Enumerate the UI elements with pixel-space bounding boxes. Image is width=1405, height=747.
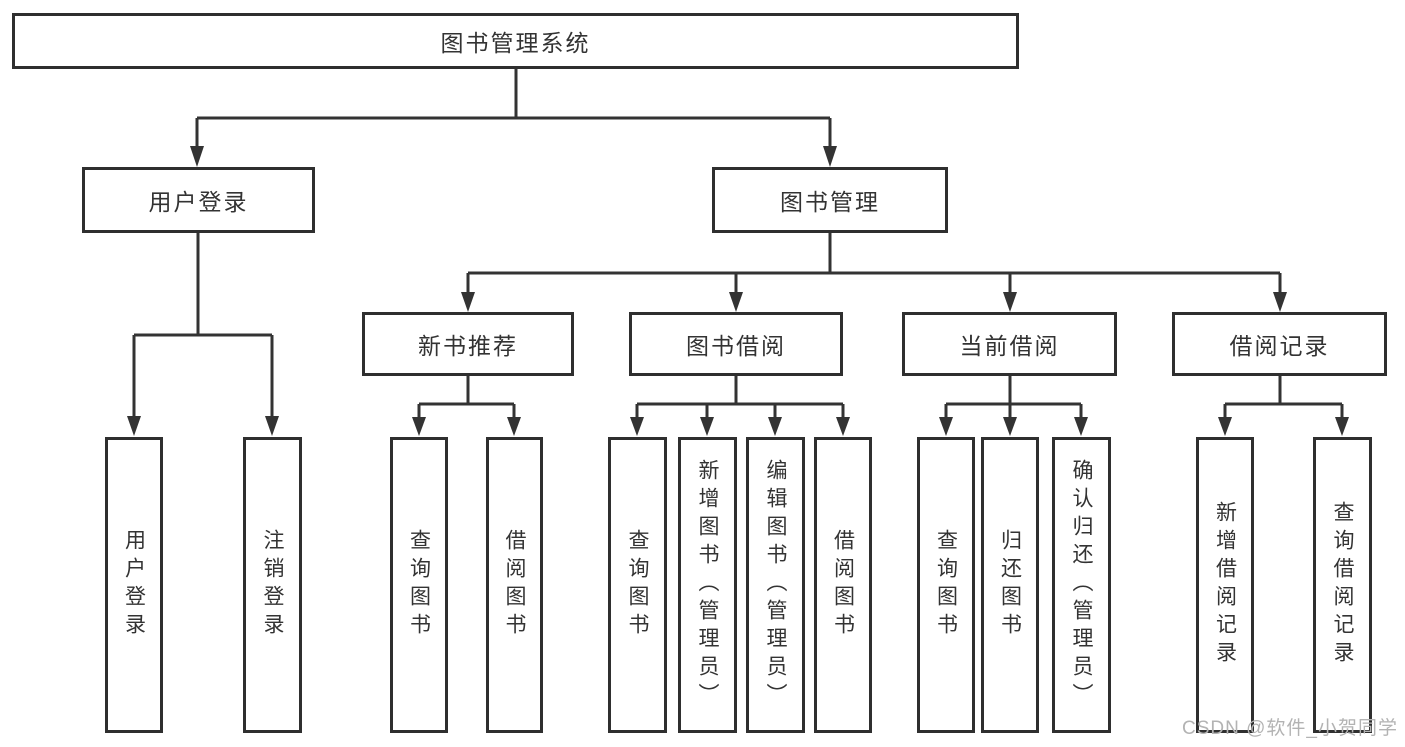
leaf-query-borrow-record: 查询借阅记录 bbox=[1313, 437, 1372, 733]
node-user-login: 用户登录 bbox=[82, 167, 315, 233]
leaf-edit-book-admin: 编辑图书（管理员） bbox=[746, 437, 805, 733]
node-book-management: 图书管理 bbox=[712, 167, 948, 233]
leaf-query-books-recommend: 查询图书 bbox=[390, 437, 448, 733]
leaf-borrow-books-recommend: 借阅图书 bbox=[486, 437, 543, 733]
node-borrowing-records: 借阅记录 bbox=[1172, 312, 1387, 376]
leaf-query-books-borrowing: 查询图书 bbox=[608, 437, 667, 733]
leaf-query-books-current: 查询图书 bbox=[917, 437, 975, 733]
node-book-borrowing: 图书借阅 bbox=[629, 312, 843, 376]
leaf-confirm-return-admin: 确认归还（管理员） bbox=[1052, 437, 1111, 733]
leaf-return-books: 归还图书 bbox=[981, 437, 1039, 733]
leaf-borrow-books-borrowing: 借阅图书 bbox=[814, 437, 872, 733]
node-new-book-recommend: 新书推荐 bbox=[362, 312, 574, 376]
leaf-add-book-admin: 新增图书（管理员） bbox=[678, 437, 737, 733]
leaf-user-login: 用户登录 bbox=[105, 437, 163, 733]
csdn-watermark: CSDN @软件_小贺同学 bbox=[1182, 718, 1398, 739]
leaf-add-borrow-record: 新增借阅记录 bbox=[1196, 437, 1254, 733]
leaf-logout: 注销登录 bbox=[243, 437, 302, 733]
node-current-borrowing: 当前借阅 bbox=[902, 312, 1117, 376]
node-library-system: 图书管理系统 bbox=[12, 13, 1019, 69]
